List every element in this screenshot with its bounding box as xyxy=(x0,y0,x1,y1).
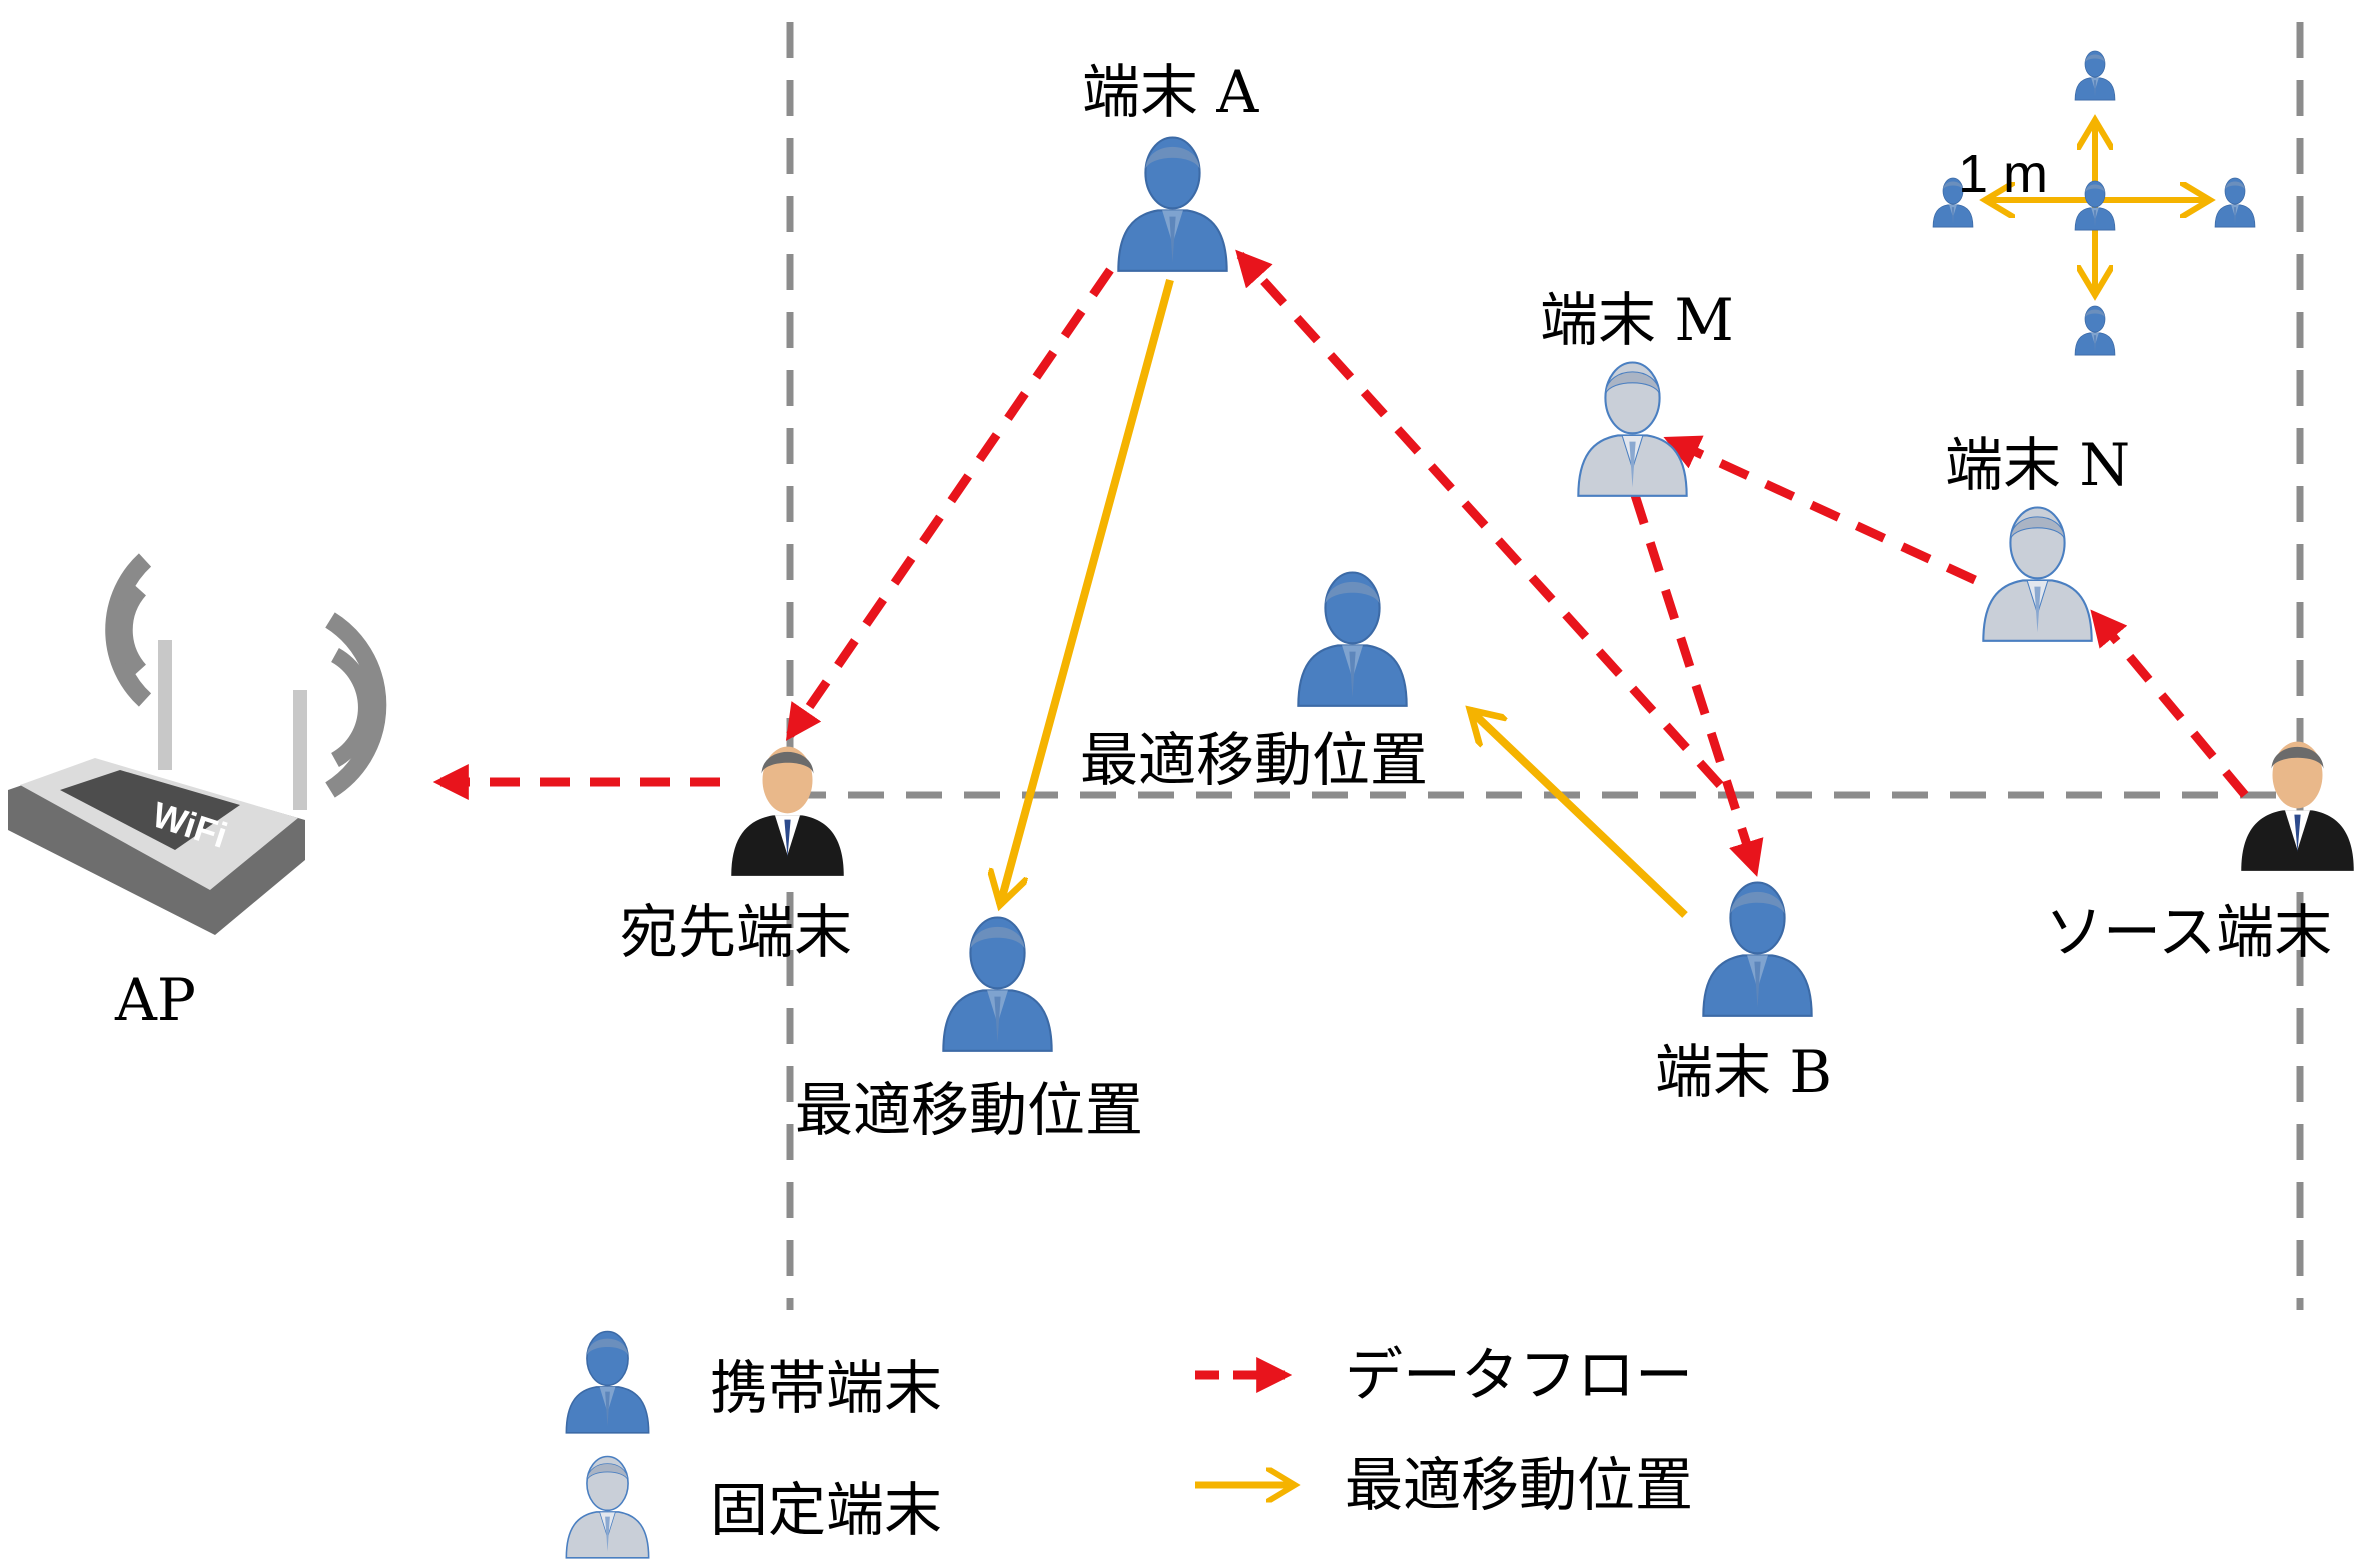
wifi-router-icon: WiFi xyxy=(8,553,387,935)
optimal-position-b-icon xyxy=(1297,571,1408,707)
optimal-position-1-label: 最適移動位置 xyxy=(795,1076,1143,1144)
optimal-position-a-icon xyxy=(942,916,1053,1052)
terminal-b-icon xyxy=(1702,881,1813,1017)
legend-optimal-label: 最適移動位置 xyxy=(1345,1451,1693,1519)
scale-indicator: 1 m xyxy=(1932,50,2256,356)
legend-fixed-label: 固定端末 xyxy=(710,1476,942,1544)
destination-label: 宛先端末 xyxy=(620,898,852,966)
legend: 携帯端末 固定端末 データフロー 最適移動位置 xyxy=(565,1330,1693,1559)
source-label: ソース端末 xyxy=(2045,898,2332,966)
optimal-position-2-label: 最適移動位置 xyxy=(1080,726,1428,794)
terminal-a-label: 端末 A xyxy=(1082,58,1259,126)
terminal-b-label: 端末 B xyxy=(1655,1038,1832,1106)
boundary-lines xyxy=(786,22,2304,1310)
terminal-m-label: 端末 M xyxy=(1540,286,1734,354)
flow-a-to-dest xyxy=(785,267,1114,741)
scale-label: 1 m xyxy=(1958,144,2048,204)
legend-mobile-icon xyxy=(565,1330,650,1434)
legend-fixed-icon xyxy=(565,1455,650,1559)
move-b xyxy=(1470,710,1688,918)
flow-m-to-b xyxy=(1630,493,1764,877)
move-a xyxy=(1000,278,1174,905)
legend-mobile-label: 携帯端末 xyxy=(710,1354,942,1422)
terminal-a-icon xyxy=(1117,136,1228,272)
ap-label: AP xyxy=(114,966,196,1034)
optimal-move-arrows xyxy=(1000,278,1688,918)
source-icon xyxy=(2241,741,2354,871)
flow-n-to-m xyxy=(1663,435,1977,585)
flow-b-to-a xyxy=(1235,249,1724,789)
destination-icon xyxy=(731,746,844,876)
terminal-n-label: 端末 N xyxy=(1945,431,2130,499)
data-flow-arrows xyxy=(432,249,2249,877)
flow-src-to-n xyxy=(2090,609,2249,798)
terminal-m-icon xyxy=(1577,361,1688,497)
legend-dataflow-label: データフロー xyxy=(1345,1341,1693,1409)
terminal-n-icon xyxy=(1982,506,2093,642)
